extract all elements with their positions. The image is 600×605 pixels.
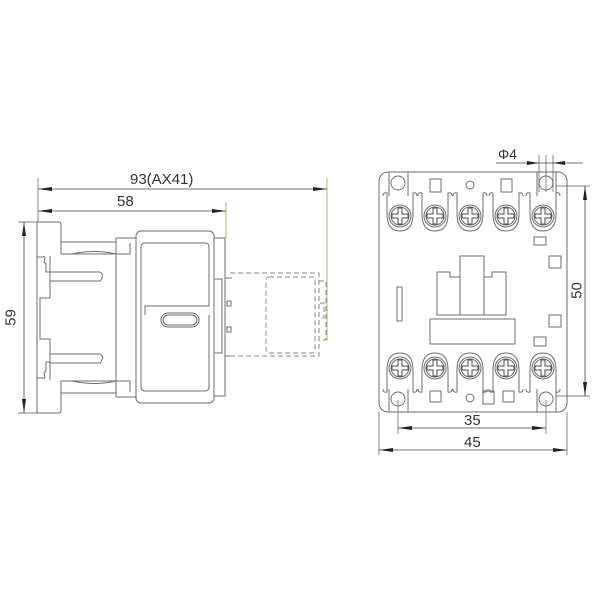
armature-bar xyxy=(429,318,516,345)
dim-58-label: 58 xyxy=(117,193,134,210)
dim-59-line xyxy=(18,221,60,414)
dim-93-label: 93(AX41) xyxy=(130,171,194,188)
dim-phi4 xyxy=(496,155,583,192)
bottom-terminals xyxy=(382,352,561,393)
dim-50-label: 50 xyxy=(568,282,586,299)
dim-93-line xyxy=(38,187,327,191)
dim-59-label: 59 xyxy=(2,309,20,326)
dim-45-line xyxy=(378,412,568,455)
mount-hole-top-left xyxy=(390,175,406,191)
aux-block-outline xyxy=(230,272,327,357)
top-terminals xyxy=(382,192,561,232)
front-view xyxy=(378,155,590,455)
dim-45-label: 45 xyxy=(464,434,481,451)
indicator-slot xyxy=(160,312,200,328)
dim-35-line xyxy=(397,400,547,434)
dim-35-label: 35 xyxy=(464,412,481,429)
body-outer xyxy=(135,230,215,404)
side-view xyxy=(18,178,328,414)
housing-outline xyxy=(378,171,568,413)
dim-58-line xyxy=(38,209,226,213)
actuator xyxy=(436,255,507,316)
side-slot xyxy=(396,286,403,322)
dim-50-line xyxy=(556,185,590,397)
dim-phi4-label: Φ4 xyxy=(498,146,517,162)
